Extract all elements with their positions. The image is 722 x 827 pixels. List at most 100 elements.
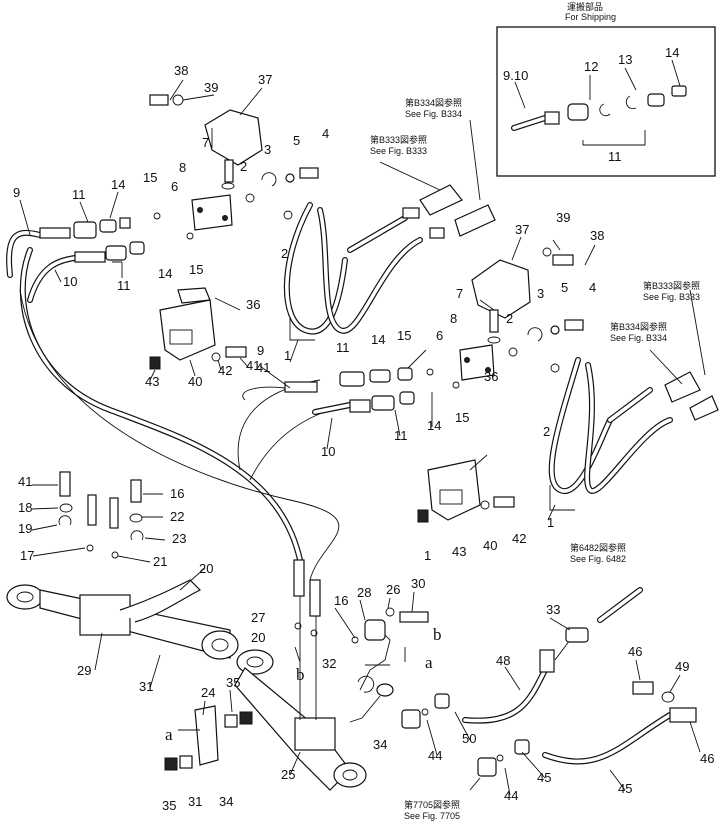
callout: 22 <box>170 509 184 524</box>
callout: 20 <box>251 630 265 645</box>
callout: 16 <box>170 486 184 501</box>
bolt-49 <box>632 681 654 695</box>
plug-14b <box>129 241 145 255</box>
ref-b8333-right-en: See Fig. B333 <box>643 292 700 302</box>
ref-b8334-top-jp: 第B334図参照 <box>405 97 462 108</box>
elbow-21 <box>130 530 144 541</box>
callout: 37 <box>258 72 272 87</box>
callout: 43 <box>452 544 466 559</box>
coupler-11d <box>371 395 395 411</box>
rod-eye-24 <box>333 762 367 788</box>
callout: 9 <box>13 185 20 200</box>
callouts: 9.10 12 13 14 11 38 39 37 7 8 2 3 5 4 15… <box>13 45 714 813</box>
callout: 7 <box>202 135 209 150</box>
ref-b8333-top-en: See Fig. B333 <box>370 146 427 156</box>
bolt-41 <box>225 346 247 358</box>
nut-34 <box>239 711 253 725</box>
callout: 35 <box>162 798 176 813</box>
ref-6482-jp: 第6482図参照 <box>570 542 626 553</box>
clip-13 <box>625 95 637 110</box>
callout: 39 <box>556 210 570 225</box>
callout: 15 <box>397 328 411 343</box>
fittings-middle <box>242 367 460 415</box>
block-ref-7705b <box>477 757 497 777</box>
tube-27 <box>119 579 202 623</box>
callout: 14 <box>158 266 172 281</box>
callout: 41 <box>246 358 260 373</box>
callout: 46 <box>700 751 714 766</box>
callout: 6 <box>436 328 443 343</box>
shipping-title-en: For Shipping <box>565 12 616 22</box>
callout: 1 <box>424 548 431 563</box>
callout: 11 <box>394 428 408 443</box>
callout: 2 <box>281 246 288 261</box>
shipping-parts-box: 運搬部品 For Shipping <box>496 1 716 177</box>
callout: 20 <box>199 561 213 576</box>
callout: 44 <box>428 748 442 763</box>
bracket-6 <box>191 194 233 231</box>
letter-a-left: a <box>165 725 173 744</box>
bolt-38 <box>149 94 169 106</box>
coupler-11c <box>339 371 365 387</box>
callout: 1 <box>284 348 291 363</box>
block-24 <box>294 717 336 751</box>
callout: 19 <box>18 521 32 536</box>
plug-14a <box>99 219 117 233</box>
callout: 38 <box>174 63 188 78</box>
callout: 14 <box>665 45 679 60</box>
hose-assembly-lower-right <box>401 587 697 791</box>
ref-b8334-right-en: See Fig. B334 <box>610 333 667 343</box>
callout: 15 <box>143 170 157 185</box>
callout: 3 <box>264 142 271 157</box>
callout: 21 <box>153 554 167 569</box>
callout: 35 <box>226 675 240 690</box>
reference-labels: 第B334図参照 See Fig. B334 第B333図参照 See Fig.… <box>165 97 700 821</box>
bolt-22 <box>130 479 142 503</box>
washer-50 <box>661 691 675 703</box>
bolt-38b <box>552 254 574 266</box>
callout: 14 <box>371 332 385 347</box>
callout: 14 <box>111 177 125 192</box>
elbow-44b <box>514 739 530 755</box>
bolt-4 <box>299 167 319 179</box>
clip-12 <box>599 103 611 117</box>
coupler-11a <box>73 221 97 239</box>
cover-37b <box>471 259 531 319</box>
bolt-7b <box>489 309 499 333</box>
nut-43 <box>149 356 161 370</box>
callout: 36 <box>246 297 260 312</box>
clip-3 <box>261 172 277 187</box>
coupler-11b <box>105 245 127 261</box>
fitting-9-10 <box>544 111 560 125</box>
callout: 2 <box>240 159 247 174</box>
callout: 40 <box>188 374 202 389</box>
hose-loops-right <box>548 289 719 511</box>
elbow-17 <box>58 515 72 526</box>
callout: 31 <box>139 679 153 694</box>
ref-6482-en: See Fig. 6482 <box>570 554 626 564</box>
callout: 48 <box>496 653 510 668</box>
ref-b8333-right-jp: 第B333図参照 <box>643 280 700 291</box>
callout: 8 <box>450 311 457 326</box>
plug-14d <box>399 391 415 405</box>
callout: 10 <box>321 444 335 459</box>
clamp-31 <box>79 594 131 636</box>
bracket-31b <box>194 705 219 766</box>
leader-lines <box>19 59 701 796</box>
callout: 25 <box>281 767 295 782</box>
hose-loops-upper <box>283 119 496 341</box>
callout: 24 <box>201 685 215 700</box>
plug-14 <box>647 93 665 107</box>
callout: 12 <box>584 59 598 74</box>
nut-34b <box>164 757 178 771</box>
callout: 11 <box>608 149 622 164</box>
nut-43b <box>417 509 429 523</box>
callout: 13 <box>618 52 632 67</box>
ref-7705-jp: 第7705図参照 <box>404 799 460 810</box>
callout: 11 <box>72 187 86 202</box>
callout: 16 <box>334 593 348 608</box>
cylinder-25 <box>39 589 231 659</box>
callout: 46 <box>628 644 642 659</box>
callout: 32 <box>322 656 336 671</box>
callout: 38 <box>590 228 604 243</box>
